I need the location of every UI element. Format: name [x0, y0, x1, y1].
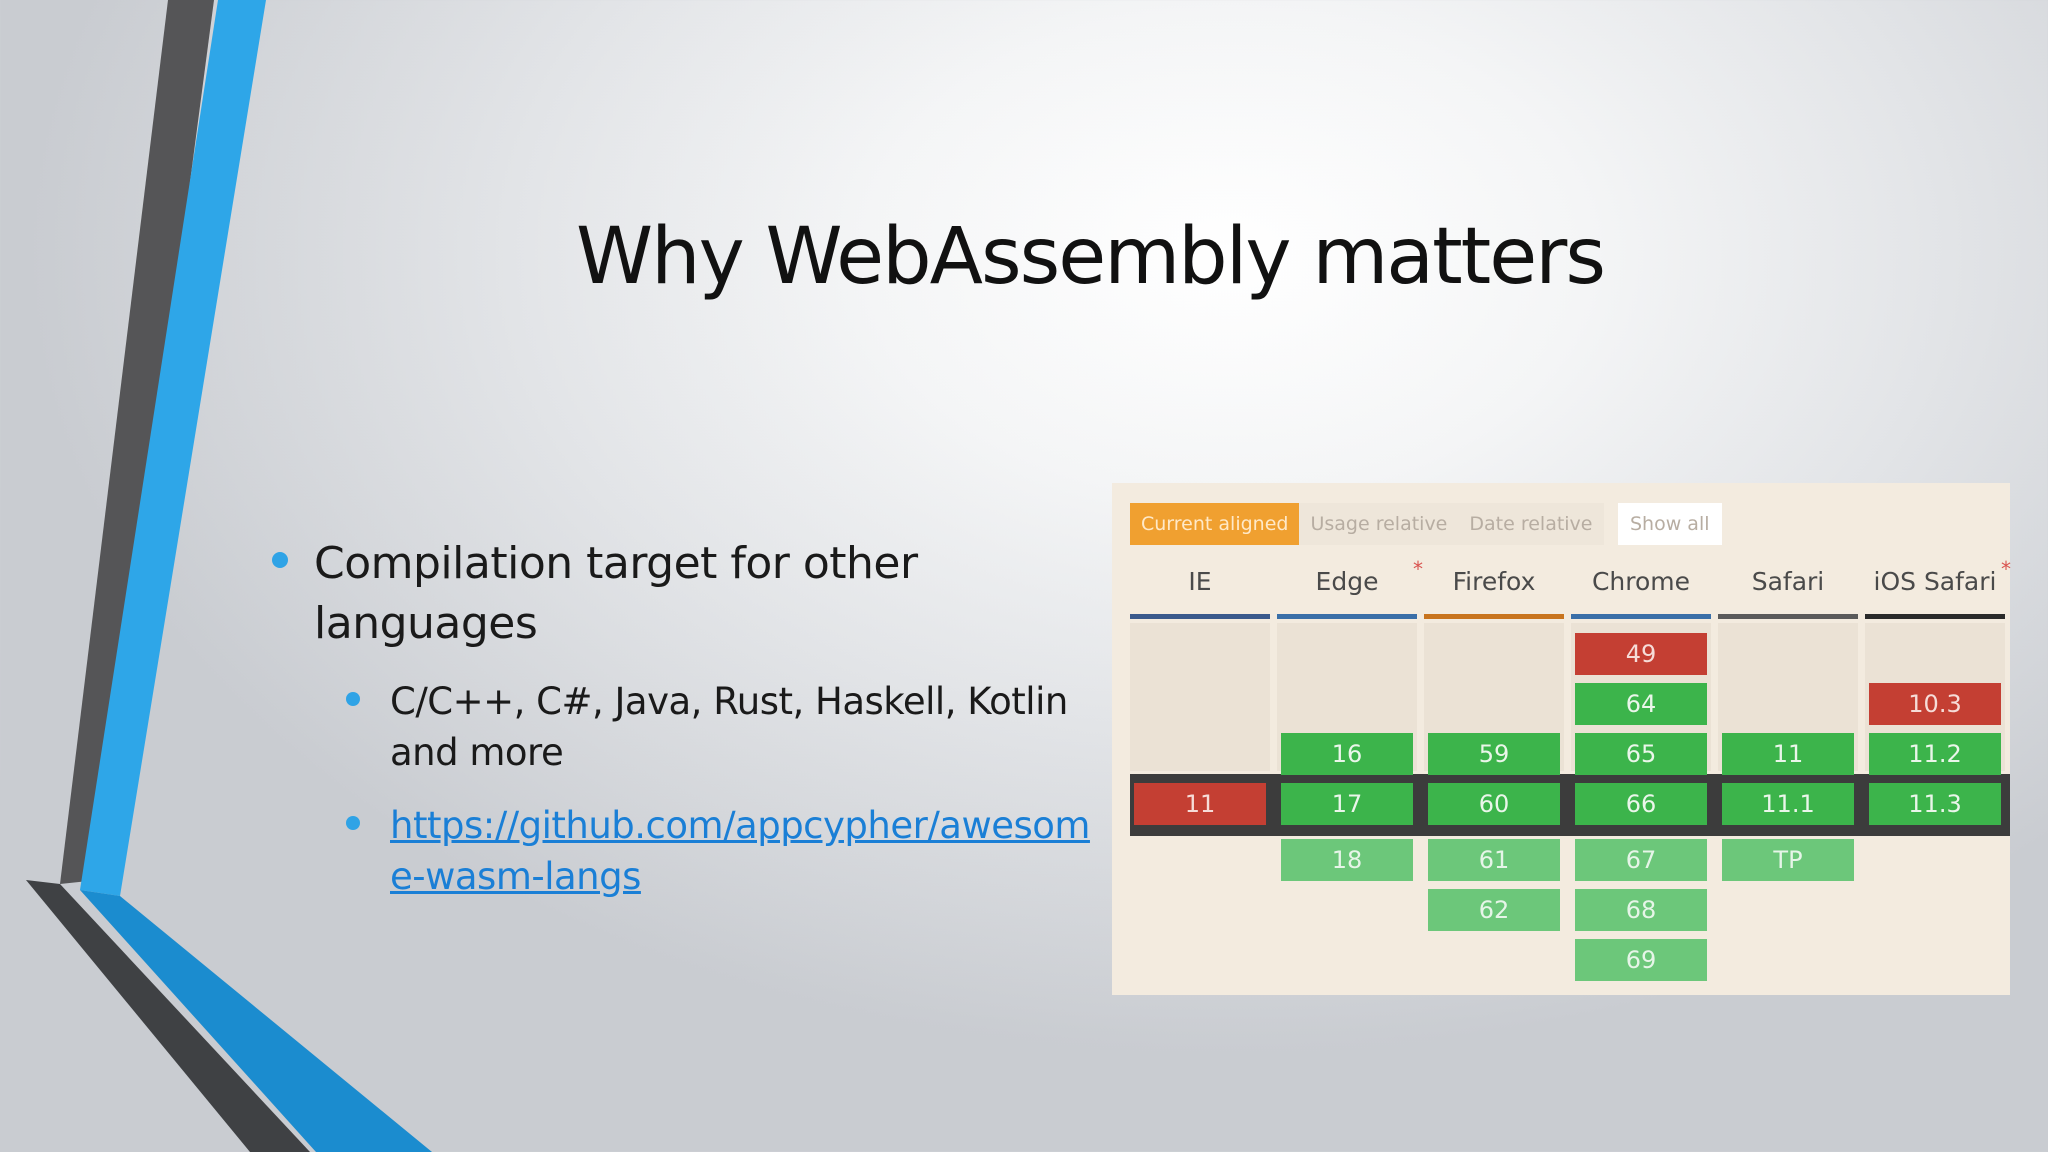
browser-support-table: Current aligned Usage relative Date rela… — [1112, 483, 2011, 995]
bullet-list: Compilation target for other languages C… — [262, 534, 1102, 924]
column-header-edge: Edge — [1315, 567, 1379, 596]
version-cell-chrome[interactable]: 49 — [1575, 633, 1707, 675]
column-underline-safari — [1718, 614, 1858, 619]
slide-title: Why WebAssembly matters — [576, 212, 1606, 302]
column-header-firefox: Firefox — [1452, 567, 1536, 596]
column-underline-ios-safari — [1865, 614, 2005, 619]
version-cell-ie[interactable]: 11 — [1134, 783, 1266, 825]
version-cell-safari[interactable]: 11 — [1722, 733, 1854, 775]
version-cell-chrome[interactable]: 66 — [1575, 783, 1707, 825]
bullet-sub-languages-text: C/C++, C#, Java, Rust, Haskell, Kotlin a… — [390, 680, 1068, 774]
version-cell-chrome[interactable]: 64 — [1575, 683, 1707, 725]
date-relative-button[interactable]: Date relative — [1469, 513, 1593, 535]
bullet-main: Compilation target for other languages — [262, 534, 1102, 654]
bullet-dot-icon — [346, 816, 360, 830]
note-star-ios-safari: * — [2001, 557, 2011, 581]
blue-lower-stripe — [80, 890, 432, 1152]
blue-stripe — [80, 0, 266, 896]
column-background-ie — [1130, 623, 1270, 771]
version-cell-ios-safari[interactable]: 10.3 — [1869, 683, 2001, 725]
bullet-main-text: Compilation target for other languages — [314, 538, 918, 649]
current-aligned-button[interactable]: Current aligned — [1130, 503, 1300, 545]
column-header-ie: IE — [1188, 567, 1212, 596]
awesome-wasm-langs-link[interactable]: https://github.com/appcypher/awesome-was… — [390, 804, 1090, 898]
version-cell-firefox[interactable]: 60 — [1428, 783, 1560, 825]
column-header-ios-safari: iOS Safari — [1873, 567, 1997, 596]
column-header-safari: Safari — [1751, 567, 1825, 596]
version-cell-safari[interactable]: 11.1 — [1722, 783, 1854, 825]
bullet-sub-languages: C/C++, C#, Java, Rust, Haskell, Kotlin a… — [262, 676, 1102, 778]
gray-stripe — [60, 0, 214, 884]
version-cell-chrome[interactable]: 68 — [1575, 889, 1707, 931]
column-underline-chrome — [1571, 614, 1711, 619]
column-underline-edge — [1277, 614, 1417, 619]
bullet-dot-icon — [346, 692, 360, 706]
version-cell-edge[interactable]: 16 — [1281, 733, 1413, 775]
bullet-dot-icon — [272, 552, 288, 568]
usage-relative-button[interactable]: Usage relative — [1310, 513, 1448, 535]
note-star-edge: * — [1413, 557, 1423, 581]
version-cell-edge[interactable]: 18 — [1281, 839, 1413, 881]
version-cell-firefox[interactable]: 59 — [1428, 733, 1560, 775]
version-cell-ios-safari[interactable]: 11.2 — [1869, 733, 2001, 775]
version-cell-firefox[interactable]: 61 — [1428, 839, 1560, 881]
column-header-chrome: Chrome — [1591, 567, 1691, 596]
version-cell-edge[interactable]: 17 — [1281, 783, 1413, 825]
bullet-sub-link: https://github.com/appcypher/awesome-was… — [262, 800, 1102, 902]
show-all-button[interactable]: Show all — [1618, 503, 1722, 545]
current-version-row — [1130, 774, 2010, 836]
version-cell-ios-safari[interactable]: 11.3 — [1869, 783, 2001, 825]
version-cell-chrome[interactable]: 67 — [1575, 839, 1707, 881]
version-cell-firefox[interactable]: 62 — [1428, 889, 1560, 931]
column-underline-ie — [1130, 614, 1270, 619]
version-cell-chrome[interactable]: 65 — [1575, 733, 1707, 775]
view-mode-buttons: Current aligned Usage relative Date rela… — [1130, 503, 1604, 545]
version-cell-chrome[interactable]: 69 — [1575, 939, 1707, 981]
column-underline-firefox — [1424, 614, 1564, 619]
version-cell-safari[interactable]: TP — [1722, 839, 1854, 881]
